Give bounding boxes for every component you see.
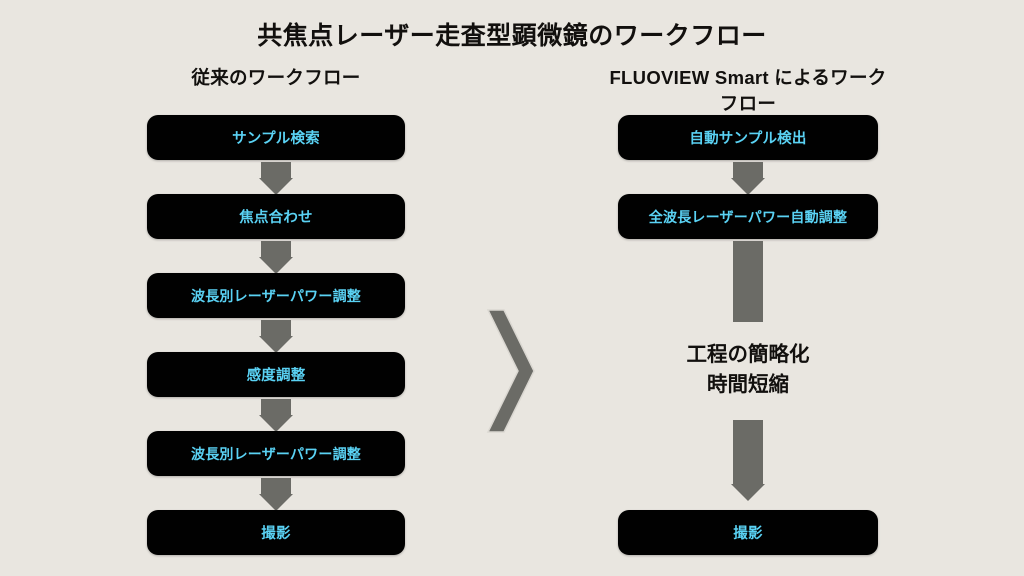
left-step-4[interactable]: 感度調整: [147, 352, 405, 397]
left-arrow-5-stem: [261, 478, 291, 496]
right-step-2[interactable]: 全波長レーザーパワー自動調整: [618, 194, 878, 239]
left-column-title: 従来のワークフロー: [191, 67, 361, 88]
left-step-6-label: 撮影: [261, 526, 291, 542]
right-step-3[interactable]: 撮影: [618, 510, 878, 555]
left-step-5[interactable]: 波長別レーザーパワー調整: [147, 431, 405, 476]
right-arrow-1-head: [731, 178, 765, 195]
left-arrow-4-stem: [261, 399, 291, 417]
left-step-1[interactable]: サンプル検索: [147, 115, 405, 160]
right-step-3-label: 撮影: [733, 526, 763, 542]
right-arrow-1-stem: [733, 162, 763, 180]
left-step-3-label: 波長別レーザーパワー調整: [191, 287, 361, 304]
left-arrow-4-head: [259, 415, 293, 432]
benefit-callout: 工程の簡略化 時間短縮: [608, 340, 888, 399]
left-step-2[interactable]: 焦点合わせ: [147, 194, 405, 239]
left-arrow-3-stem: [261, 320, 291, 338]
right-column-title: FLUOVIEW Smart によるワークフロー: [609, 67, 887, 114]
left-step-4-label: 感度調整: [246, 368, 306, 384]
left-step-2-label: 焦点合わせ: [239, 210, 313, 226]
right-flow-shaft: [733, 241, 763, 322]
right-step-2-label: 全波長レーザーパワー自動調整: [648, 208, 848, 225]
benefit-line-1: 工程の簡略化: [686, 343, 810, 366]
left-step-3[interactable]: 波長別レーザーパワー調整: [147, 273, 405, 318]
right-step-1-label: 自動サンプル検出: [689, 131, 807, 147]
left-arrow-5-head: [259, 494, 293, 511]
left-arrow-1-stem: [261, 162, 291, 180]
left-arrow-3-head: [259, 336, 293, 353]
left-arrow-1-head: [259, 178, 293, 195]
right-step-1[interactable]: 自動サンプル検出: [618, 115, 878, 160]
benefit-line-2: 時間短縮: [707, 372, 789, 396]
left-arrow-2-head: [259, 257, 293, 274]
left-step-5-label: 波長別レーザーパワー調整: [191, 445, 361, 462]
left-step-6[interactable]: 撮影: [147, 510, 405, 555]
right-arrow-2-head: [731, 484, 765, 501]
chevron-right-icon: [482, 306, 538, 436]
right-arrow-2-stem: [733, 420, 763, 486]
left-arrow-2-stem: [261, 241, 291, 259]
left-step-1-label: サンプル検索: [232, 131, 320, 147]
page-title: 共焦点レーザー走査型顕微鏡のワークフロー: [257, 22, 767, 50]
